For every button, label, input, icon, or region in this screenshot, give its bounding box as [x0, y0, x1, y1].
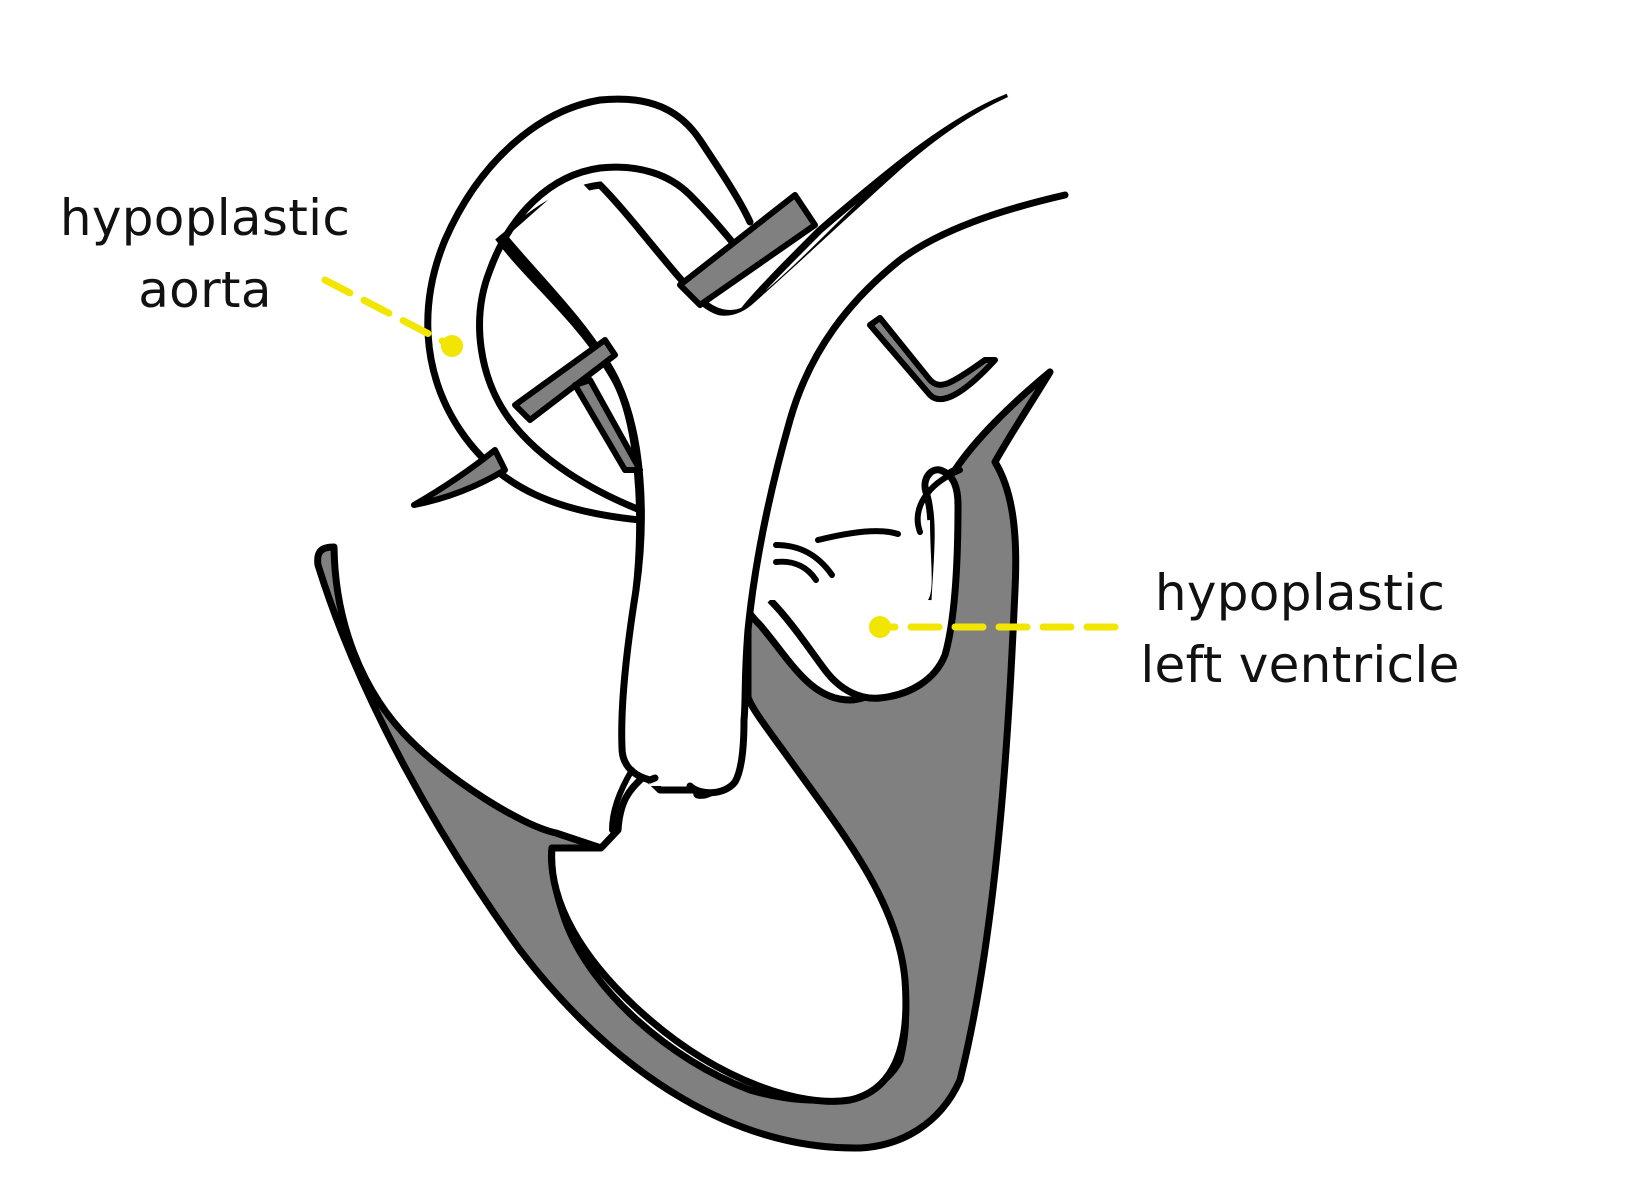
arch-inner-band-2: [572, 377, 643, 473]
mitral-leaflet-1: [773, 542, 835, 578]
ductus-arteriosus: [677, 192, 818, 308]
mitral-leaflet-2: [773, 558, 819, 583]
hypoplastic-left-ventricle-label: hypoplastic left ventricle: [1120, 557, 1480, 701]
left-atrium-area: [770, 520, 932, 600]
aorta-label-line1: hypoplastic: [59, 189, 351, 247]
aorta-leader-dot: [441, 335, 463, 357]
aorta-leader-line: [321, 276, 456, 350]
hypoplastic-aorta-label: hypoplastic aorta: [40, 182, 370, 326]
mitral-leaflet-4: [914, 467, 963, 535]
tricuspid-flap: [609, 767, 635, 833]
pulmonary-vein-wedge: [867, 315, 998, 403]
aortic-arch-inner: [476, 163, 752, 514]
left-branch-stub: [411, 447, 508, 508]
lv-label-line2: left ventricle: [1140, 636, 1460, 694]
mitral-leaflet-3: [815, 528, 901, 543]
pulmonary-trunk-body: [505, 97, 1065, 796]
aorta-label-line2: aorta: [138, 261, 272, 319]
right-ventricle-chamber: [548, 686, 910, 1105]
pulmonary-trunk-right-edge: [740, 191, 1069, 724]
lv-leader-dot: [869, 616, 891, 638]
arch-inner-band-1: [512, 337, 618, 423]
lv-label-line1: hypoplastic: [1154, 564, 1446, 622]
